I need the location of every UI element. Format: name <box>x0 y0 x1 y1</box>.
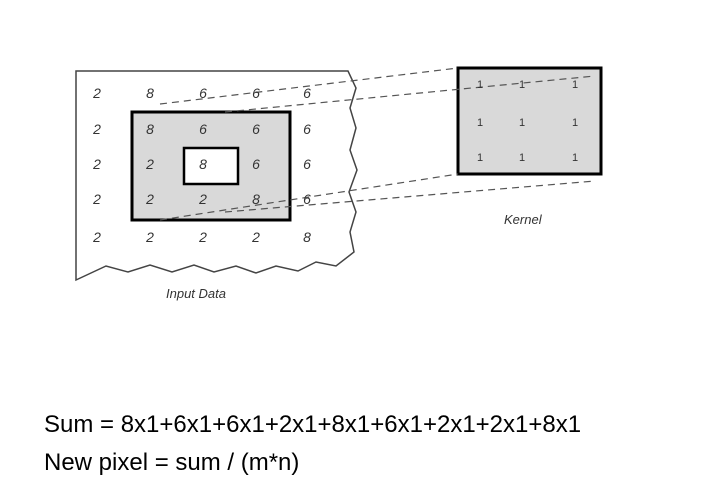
input-cell: 2 <box>251 229 260 245</box>
kernel-cell: 1 <box>572 79 578 91</box>
kernel-cell: 1 <box>477 152 483 164</box>
projection-lines <box>159 67 596 221</box>
kernel-cell: 1 <box>477 117 483 129</box>
input-cell: 8 <box>146 121 154 137</box>
input-cell: 6 <box>303 85 311 101</box>
kernel-cell: 1 <box>519 152 525 164</box>
input-cell: 2 <box>198 191 207 207</box>
input-cell: 2 <box>145 191 154 207</box>
input-cell: 6 <box>199 121 207 137</box>
convolution-diagram: 2 8 6 6 6 2 8 6 6 6 2 2 8 6 6 2 2 2 8 6 2 2 2 2 8 1 1 1 1 1 1 1 1 1 Inpu… <box>75 66 603 301</box>
kernel-cell: 1 <box>572 117 578 129</box>
kernel-cell: 1 <box>519 117 525 129</box>
input-data-label: Input Data <box>166 286 226 301</box>
input-cell: 2 <box>92 121 101 137</box>
input-cell: 6 <box>252 121 260 137</box>
input-cell: 2 <box>92 156 101 172</box>
kernel-cell: 1 <box>519 79 525 91</box>
input-cell: 8 <box>303 229 311 245</box>
input-cell: 6 <box>252 156 260 172</box>
sum-formula: Sum = 8x1+6x1+6x1+2x1+8x1+6x1+2x1+2x1+8x… <box>44 411 582 438</box>
input-cell: 6 <box>303 191 311 207</box>
input-cell: 8 <box>252 191 260 207</box>
kernel-cell: 1 <box>477 79 483 91</box>
input-cell: 2 <box>92 85 101 101</box>
input-cell: 6 <box>252 85 260 101</box>
figure-panel: 2 8 6 6 6 2 8 6 6 6 2 2 8 6 6 2 2 2 8 6 2 2 2 2 8 1 1 1 1 1 1 1 1 1 Inpu… <box>75 66 603 301</box>
input-cell: 2 <box>145 156 154 172</box>
input-cell: 2 <box>92 191 101 207</box>
input-cell: 2 <box>145 229 154 245</box>
input-cell: 8 <box>199 156 207 172</box>
input-cell: 6 <box>199 85 207 101</box>
input-cell: 6 <box>303 156 311 172</box>
new-pixel-formula: New pixel = sum / (m*n) <box>44 449 300 476</box>
input-cell: 2 <box>198 229 207 245</box>
kernel-box <box>456 66 603 176</box>
input-cell: 6 <box>303 121 311 137</box>
input-grid: 2 8 6 6 6 2 8 6 6 6 2 2 8 6 6 2 2 2 8 6 2 2 2 2 8 <box>92 85 311 245</box>
input-cell: 2 <box>92 229 101 245</box>
center-pixel-box <box>182 146 240 186</box>
input-cell: 8 <box>146 85 154 101</box>
kernel-grid: 1 1 1 1 1 1 1 1 1 <box>477 79 578 164</box>
kernel-cell: 1 <box>572 152 578 164</box>
kernel-label: Kernel <box>504 212 543 227</box>
